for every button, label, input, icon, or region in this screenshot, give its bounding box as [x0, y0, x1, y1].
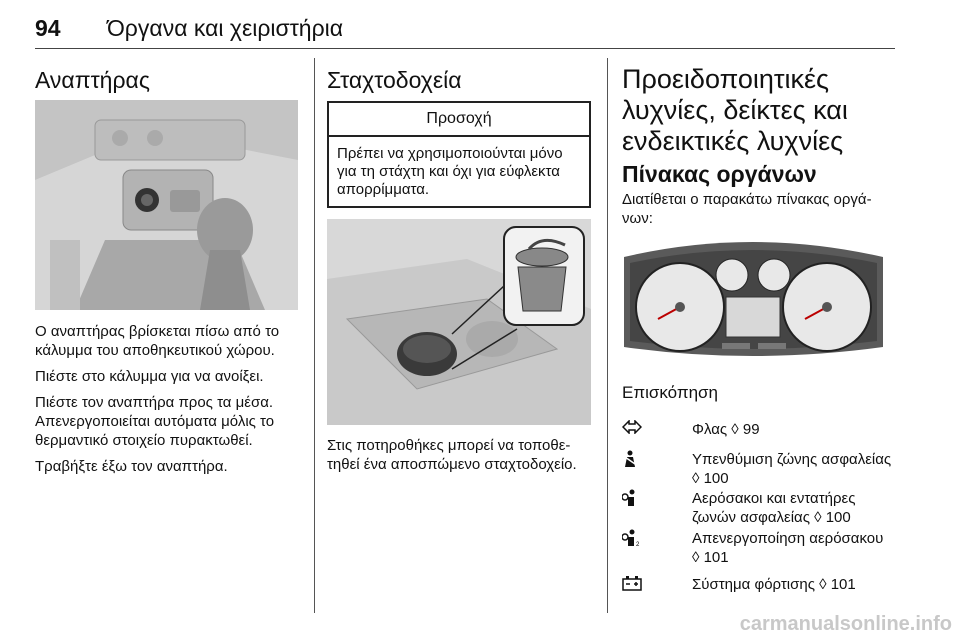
overview-item-text: Υπενθύμιση ζώνης ασφα­λείας ◊ 100 — [692, 451, 892, 487]
airbag-off-icon: 2 — [621, 529, 650, 549]
column-lighter: Αναπτήρας — [35, 58, 300, 94]
watermark: carmanualsonline.info — [739, 613, 952, 635]
ashtray-caption-box: Στις ποτηροθήκες μπορεί να τοποθε­τηθεί … — [327, 436, 597, 481]
ashtray-caption: Στις ποτηροθήκες μπορεί να τοποθε­τηθεί … — [327, 437, 577, 473]
section-heading-warning-lights: Προειδοποιητικές λυχνίες, δείκτες και εν… — [622, 64, 848, 156]
column-warning-lights: Προειδοποιητικές λυχνίες, δείκτες και εν… — [622, 64, 894, 235]
paragraph: Τραβήξτε έξω τον αναπτήρα. — [35, 458, 228, 475]
seatbelt-reminder-icon — [622, 450, 650, 470]
section-heading-ashtray: Σταχτοδοχεία — [327, 67, 462, 93]
subsection-heading-instrument-cluster: Πίνακας οργάνων — [622, 161, 817, 187]
column-divider — [314, 58, 315, 613]
overview-item-text: Αερόσακοι και εντατήρες ζωνών ασφαλείας … — [692, 490, 856, 526]
svg-text:2: 2 — [636, 542, 640, 547]
page-title: Όργανα και χειριστήρια — [107, 15, 344, 41]
paragraph: Πιέστε στο κάλυμμα για να ανοίξει. — [35, 368, 264, 385]
lighter-photo — [35, 100, 298, 310]
page-header: 94 Όργανα και χειριστήρια — [35, 10, 895, 49]
ashtray-photo — [327, 219, 591, 425]
column-divider — [607, 58, 608, 613]
page-number: 94 — [35, 15, 61, 41]
paragraph: Ο αναπτήρας βρίσκεται πίσω από το κάλυμμ… — [35, 323, 280, 359]
caution-box: Προσοχή Πρέπει να χρησιμοποιούνται μόνο … — [327, 101, 591, 208]
center-console-illustration — [35, 100, 298, 310]
airbag-icon — [621, 489, 650, 509]
overview-heading: Επισκόπηση — [622, 383, 718, 402]
section-heading-lighter: Αναπτήρας — [35, 67, 150, 93]
instrument-cluster-image — [622, 237, 885, 365]
battery-icon — [622, 575, 650, 595]
overview-item-text: Φλας ◊ 99 — [692, 421, 760, 438]
paragraph: Πιέστε τον αναπτήρα προς τα μέσα. Απενερ… — [35, 394, 275, 449]
column-ashtray: Σταχτοδοχεία — [327, 58, 592, 94]
lighter-text: Ο αναπτήρας βρίσκεται πίσω από το κάλυμμ… — [35, 322, 300, 483]
caution-text: Πρέπει να χρησιμοποιούνται μόνο για τη σ… — [337, 145, 563, 198]
overview-heading-box: Επισκόπηση — [622, 383, 894, 403]
intro-text: Διατίθεται ο παρακάτω πίνακας οργά­νων: — [622, 191, 872, 227]
caution-title: Προσοχή — [329, 103, 589, 137]
overview-item-text: Σύστημα φόρτισης ◊ 101 — [692, 576, 856, 593]
overview-item-text: Απενεργοποίηση αερό­σακου ◊ 101 — [692, 530, 884, 566]
instrument-cluster-illustration — [624, 242, 883, 356]
ashtray-illustration — [327, 219, 591, 425]
turn-signal-icon — [621, 419, 650, 440]
